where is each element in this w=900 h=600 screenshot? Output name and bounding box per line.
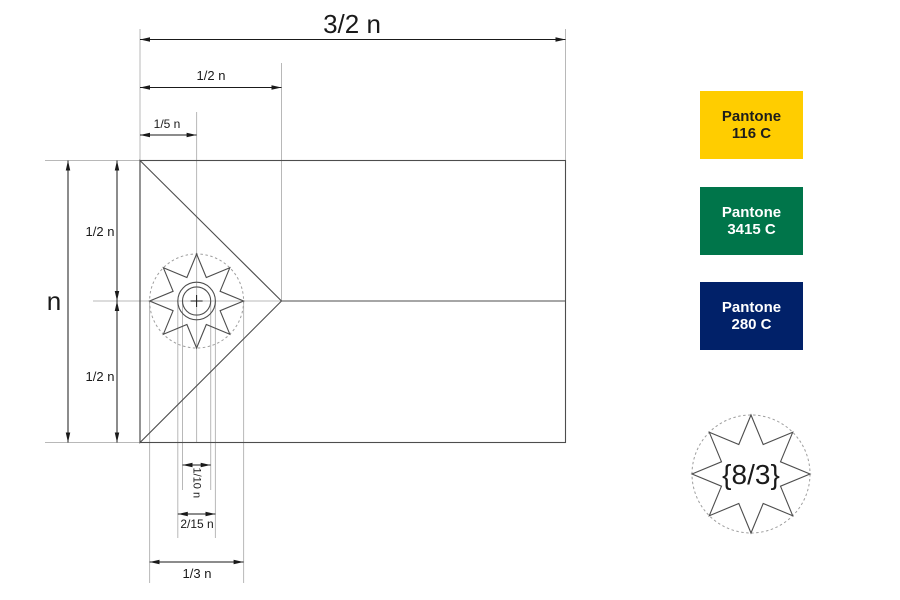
label-total-width: 3/2 n — [323, 9, 381, 39]
dimension-lines — [65, 37, 566, 565]
flag-star-octagram — [148, 252, 246, 350]
pantone-swatch-navy: Pantone 280 C — [700, 282, 803, 350]
ring-inner-circle — [181, 286, 212, 316]
dimension-labels: 3/2 n 1/2 n 1/5 n n 1/2 n 1/2 n 1/10 n 2… — [47, 9, 381, 581]
pantone-swatch-yellow: Pantone 116 C — [700, 91, 803, 159]
label-total-height: n — [47, 286, 61, 316]
label-outer-ring: 2/15 n — [180, 517, 213, 531]
swatch-brand: Pantone — [721, 298, 782, 316]
label-star-circle: 1/3 n — [183, 566, 212, 581]
pantone-swatch-green: Pantone 3415 C — [700, 187, 803, 255]
extension-lines — [45, 29, 566, 583]
label-inner-ring: 1/10 n — [191, 468, 203, 499]
hoist-triangle — [139, 159, 283, 444]
swatch-code: 116 C — [731, 125, 772, 142]
spec-star-label: {8/3} — [722, 459, 780, 490]
swatch-code: 3415 C — [727, 221, 776, 238]
swatch-brand: Pantone — [721, 203, 782, 221]
star-center-cross — [190, 295, 203, 307]
swatch-brand: Pantone — [721, 107, 782, 125]
spec-star-octagram — [690, 413, 812, 535]
star-spec-figure: {8/3} — [690, 413, 812, 535]
label-triangle-width: 1/2 n — [197, 68, 226, 83]
label-upper-half: 1/2 n — [86, 224, 115, 239]
flag-outline — [139, 159, 567, 444]
ring-outer-circle — [177, 281, 216, 321]
swatch-code: 280 C — [731, 316, 772, 333]
label-lower-half: 1/2 n — [86, 369, 115, 384]
label-star-offset: 1/5 n — [154, 117, 181, 131]
